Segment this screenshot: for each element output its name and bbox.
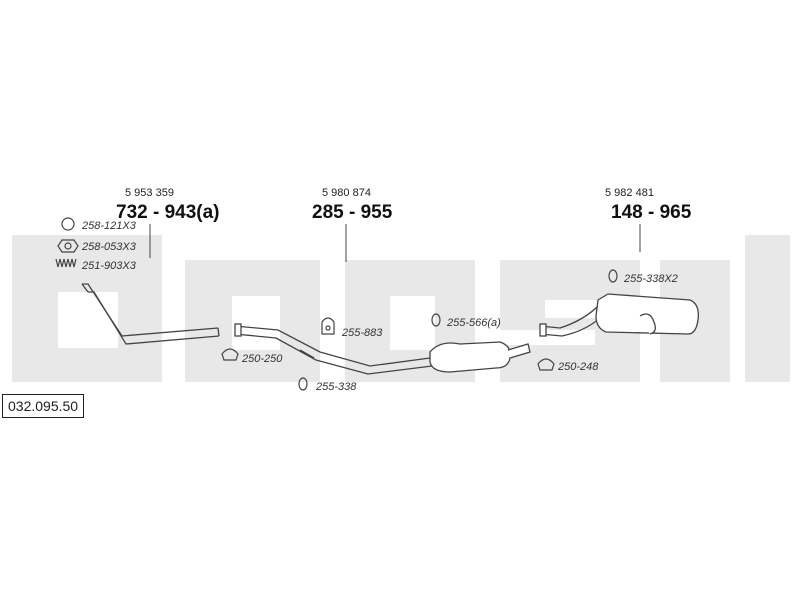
ring-icon: [298, 377, 308, 391]
accessory-label: 255-338: [315, 381, 357, 393]
spring-icon: [55, 258, 77, 268]
accessory-label: 255-338X2: [623, 273, 678, 285]
clamp-icon: [537, 358, 555, 371]
part-group-3: 5 982 481 148 - 965: [605, 187, 692, 252]
part-group-1: 5 953 359 732 - 943(a): [116, 187, 220, 258]
part-group-2: 5 980 874 285 - 955: [312, 187, 393, 262]
oe-number: 5 953 359: [125, 187, 174, 199]
centre-pipe: [234, 323, 433, 375]
ring-icon: [431, 313, 441, 327]
accessory-label: 255-566(a): [446, 317, 501, 329]
reference-number: 032.095.50: [2, 394, 85, 418]
middle-silencer: [429, 341, 531, 373]
ring-icon: [608, 269, 618, 283]
accessory-label: 251-903X3: [81, 260, 137, 272]
accessory-label: 258-053X3: [81, 241, 137, 253]
accessory-label: 258-121X3: [81, 220, 137, 232]
part-number: 148 - 965: [611, 202, 692, 223]
accessory-label: 250-248: [557, 361, 599, 373]
rear-silencer: [595, 293, 699, 335]
oe-number: 5 980 874: [322, 187, 371, 199]
clamp-icon: [221, 348, 239, 361]
accessory-label: 255-883: [341, 327, 383, 339]
rubber-mount-icon: [321, 317, 335, 335]
front-pipe: [81, 283, 220, 345]
accessory-label: 250-250: [241, 353, 283, 365]
ring-icon: [61, 217, 75, 231]
nut-icon: [57, 239, 79, 253]
part-number: 732 - 943(a): [116, 202, 220, 223]
part-number: 285 - 955: [312, 202, 393, 223]
oe-number: 5 982 481: [605, 187, 654, 199]
